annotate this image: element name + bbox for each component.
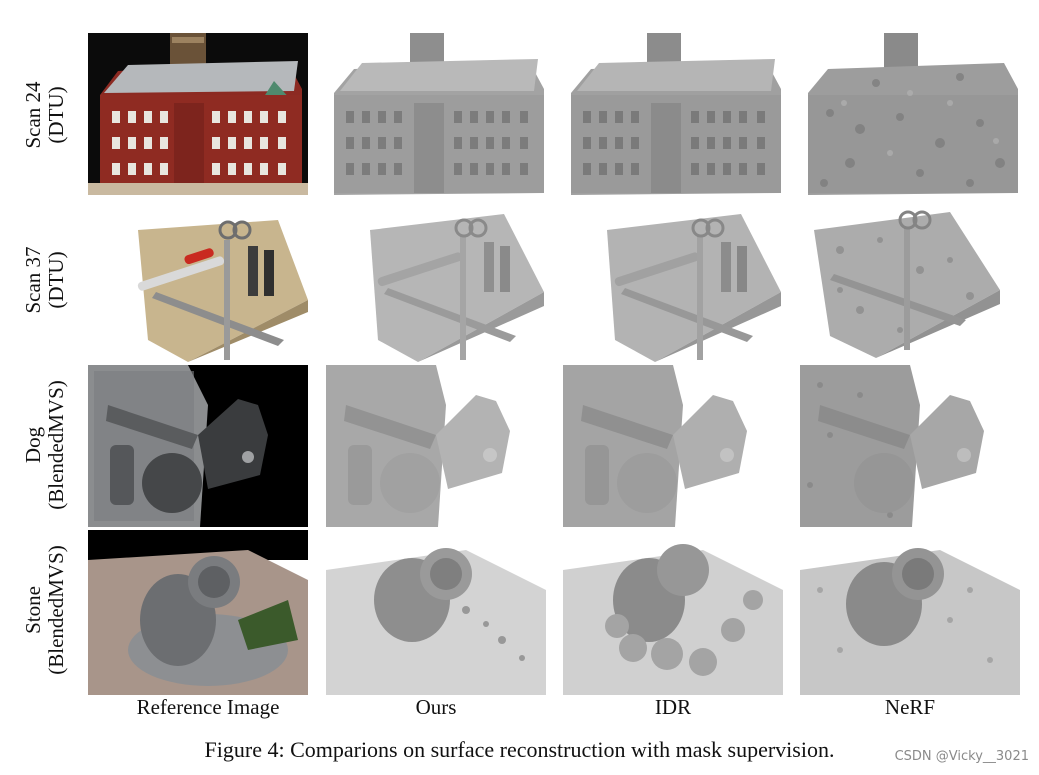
column-label-nerf: NeRF <box>884 695 936 719</box>
reference-image-scan37 <box>88 200 308 362</box>
row-label-line1: Dog <box>21 426 45 464</box>
row-label-line1: Scan 24 <box>21 81 45 149</box>
reference-image-dog <box>88 365 308 527</box>
nerf-render-stone <box>800 530 1020 695</box>
ours-render-scan24 <box>326 33 546 195</box>
row-label-line2: (BlendedMVS) <box>44 545 68 675</box>
nerf-render-dog <box>800 365 1020 527</box>
idr-render-dog <box>563 365 783 527</box>
figure-caption: Figure 4: Comparions on surface reconstr… <box>204 737 835 762</box>
ours-render-stone <box>326 530 546 695</box>
idr-render-scan24 <box>563 33 783 195</box>
row-label-scan24: Scan 24(DTU) <box>0 35 90 195</box>
row-label-line1: Scan 37 <box>21 246 45 314</box>
row-label-line1: Stone <box>21 586 45 634</box>
row-label-line2: (BlendedMVS) <box>44 380 68 510</box>
ours-render-scan37 <box>326 200 546 362</box>
row-label-stone: Stone(BlendedMVS) <box>0 530 90 690</box>
nerf-render-scan37 <box>800 200 1020 362</box>
row-label-line2: (DTU) <box>44 86 68 144</box>
idr-render-scan37 <box>563 200 783 362</box>
column-label-reference-image: Reference Image <box>136 695 280 719</box>
row-label-dog: Dog(BlendedMVS) <box>0 365 90 525</box>
idr-render-stone <box>563 530 783 695</box>
watermark: CSDN @Vicky__3021 <box>894 749 1029 764</box>
row-label-scan37: Scan 37(DTU) <box>0 200 90 360</box>
column-label-idr: IDR <box>654 695 692 719</box>
reference-image-stone <box>88 530 308 695</box>
reference-image-scan24 <box>88 33 308 195</box>
row-label-line2: (DTU) <box>44 251 68 309</box>
ours-render-dog <box>326 365 546 527</box>
column-label-ours: Ours <box>415 695 457 719</box>
nerf-render-scan24 <box>800 33 1020 195</box>
